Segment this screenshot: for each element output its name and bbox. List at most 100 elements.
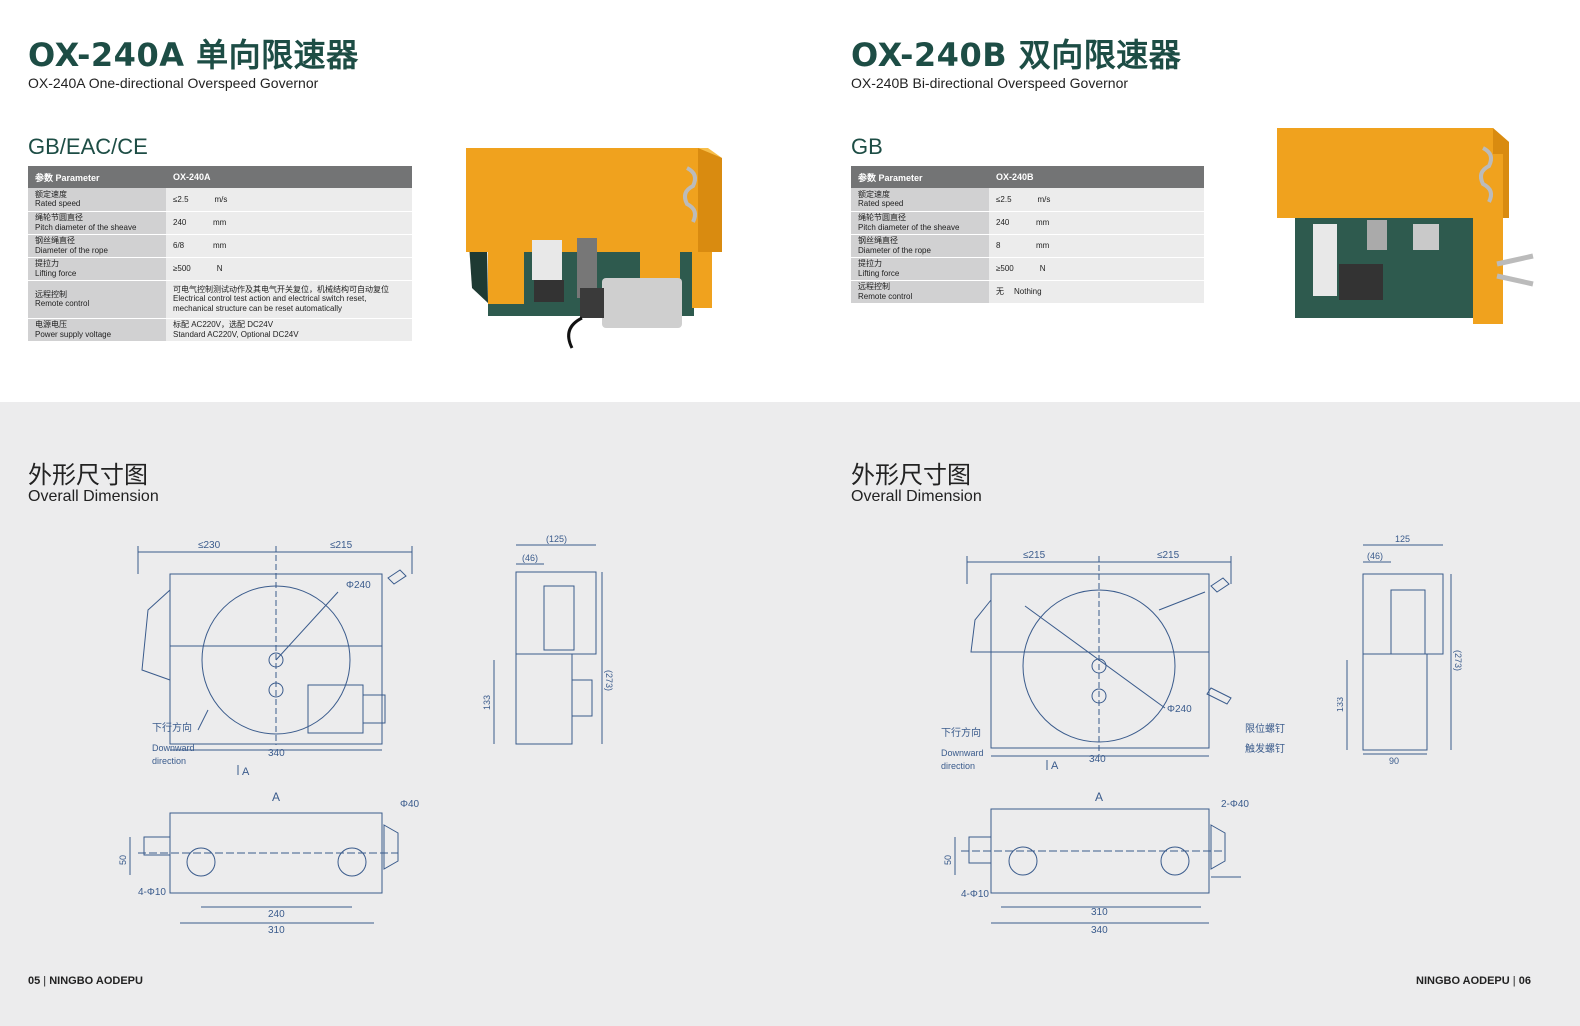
downward-label-cn: 下行方向 [152,721,192,734]
param-en: Remote control [858,291,913,301]
param-cn: 提拉力 [858,259,882,269]
bottom-view-drawing: A 2-Φ40 50 4-Φ10 310 340 [943,790,1249,936]
product-photo-ox240a [466,148,722,349]
param-en: Rated speed [858,199,904,209]
param-unit: N [216,263,223,273]
side-view-drawing: 125 (46) (273) 133 90 [1337,534,1463,766]
param-cn: 额定速度 [35,190,67,200]
view-a-label: A [1051,760,1059,772]
page-title: OX-240A 单向限速器 [28,36,359,74]
dim-label: Φ40 [400,799,420,810]
page-title: OX-240B 双向限速器 [851,36,1182,74]
dim-label: (273) [1453,650,1463,671]
param-unit: mm [1036,217,1050,227]
param-en: Power supply voltage [35,329,112,339]
param-en: Lifting force [35,268,77,278]
downward-label-en: Downward [941,748,984,758]
param-cn: 远程控制 [35,289,67,299]
param-value: 240 [173,217,187,227]
param-value: 240 [996,217,1010,227]
dimension-title-cn: 外形尺寸图 [28,461,148,489]
table-header: 参数 Parameter OX-240B [851,166,1204,188]
downward-label-en: Downward [152,743,195,753]
param-unit: mm [213,240,227,250]
limit-screw-label: 限位螺钉 [1245,722,1285,735]
param-unit: N [1039,263,1046,273]
param-unit: mm [213,217,227,227]
param-en: Pitch diameter of the sheave [858,222,960,232]
param-value: 8 [996,240,1001,250]
param-value: ≥500 [996,263,1014,273]
param-value: mechanical structure can be reset automa… [173,303,342,313]
brand-name: NINGBO AODEPU [49,975,143,987]
view-a-label: A [242,766,250,778]
dim-label: Φ240 [346,580,371,591]
param-en: Pitch diameter of the sheave [35,222,137,232]
product-photo-ox240b [1277,128,1534,324]
param-en: Remote control [35,299,90,308]
left-page: OX-240A 单向限速器 OX-240A One-directional Ov… [28,0,788,1026]
dim-label: 125 [1395,534,1410,544]
param-value: 无 [996,286,1004,296]
param-value: ≤2.5 [173,194,189,204]
param-value: 6/8 [173,240,185,250]
dim-label: (46) [1367,551,1383,561]
param-cn: 钢丝绳直径 [858,236,898,246]
dimension-title-cn: 外形尺寸图 [851,461,971,489]
page-number: 05 [28,975,41,987]
dim-label: (125) [546,534,567,544]
param-value: Electrical control test action and elect… [173,294,367,304]
dim-label: 90 [1389,756,1399,766]
param-en: Rated speed [35,199,81,209]
param-cn: 远程控制 [858,282,890,292]
front-view-drawing: ≤230 ≤215 Φ240 340 下行方向 Downward directi… [137,540,413,778]
footer-left: 05 | NINGBO AODEPU [28,975,143,987]
dim-label: (46) [522,553,538,563]
param-unit: mm [1036,240,1050,250]
table-header: 参数 Parameter OX-240A [28,166,412,188]
bottom-section [0,402,1580,1026]
dim-label: 133 [1337,697,1345,712]
bottom-view-drawing: A Φ40 50 4-Φ10 240 310 [118,790,420,936]
param-cn: 绳轮节圆直径 [858,213,906,223]
param-cn: 钢丝绳直径 [35,236,75,246]
dim-label: 50 [943,855,953,865]
param-cn: 绳轮节圆直径 [35,213,83,223]
dim-label: 2-Φ40 [1221,799,1249,810]
dim-label: ≤215 [1023,550,1046,561]
header-param: 参数 Parameter [28,166,166,188]
param-value: Standard AC220V, Optional DC24V [173,329,299,339]
certification-label: GB/EAC/CE [28,134,148,159]
param-unit: m/s [214,194,228,204]
dim-label: ≤215 [1157,550,1180,561]
param-cn: 提拉力 [35,259,59,269]
param-unit: Nothing [1014,286,1042,296]
page-subtitle: OX-240A One-directional Overspeed Govern… [28,75,319,91]
front-view-drawing: ≤215 ≤215 Φ240 限位螺钉 触发螺钉 340 下行方向 Downwa… [941,550,1285,772]
dim-label: 310 [1091,907,1108,918]
right-page: OX-240B 双向限速器 OX-240B Bi-directional Ove… [851,0,1571,1026]
param-value: ≥500 [173,263,191,273]
param-value: 可电气控制测试动作及其电气开关复位，机械结构可自动复位 [173,285,389,295]
holes-label: 4-Φ10 [138,887,166,898]
footer-right: NINGBO AODEPU | 06 [1416,975,1531,987]
param-cn: 额定速度 [858,190,890,200]
certification-label: GB [851,134,883,159]
dim-label: 133 [482,695,492,710]
dimension-title-en: Overall Dimension [851,488,982,505]
dim-label: ≤230 [198,540,221,551]
view-a-label: A [272,790,280,804]
trigger-screw-label: 触发螺钉 [1245,742,1285,755]
downward-label-en: direction [941,761,975,771]
param-unit: m/s [1037,194,1051,204]
